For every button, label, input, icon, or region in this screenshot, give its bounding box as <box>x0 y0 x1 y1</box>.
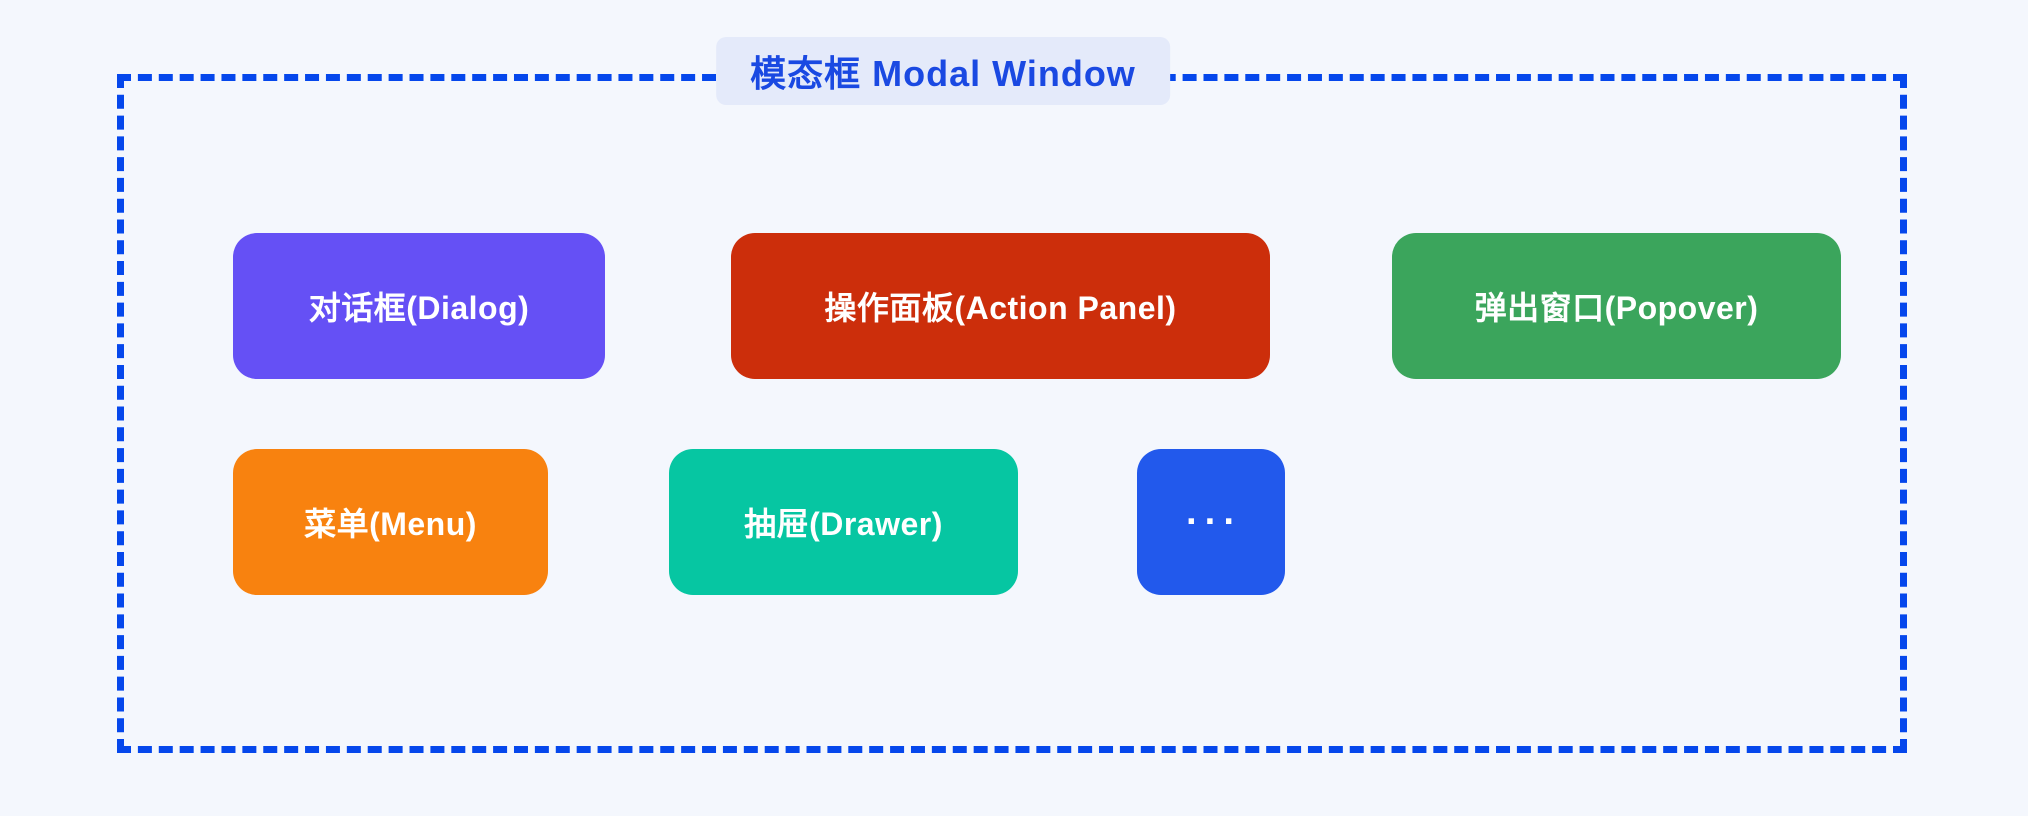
node-popover: 弹出窗口(Popover) <box>1392 233 1841 379</box>
modal-window-group-title: 模态框 Modal Window <box>716 37 1170 105</box>
node-action-panel: 操作面板(Action Panel) <box>731 233 1270 379</box>
node-dialog: 对话框(Dialog) <box>233 233 605 379</box>
node-drawer: 抽屉(Drawer) <box>669 449 1018 595</box>
node-menu: 菜单(Menu) <box>233 449 548 595</box>
node-more-ellipsis: ··· <box>1137 449 1285 595</box>
modal-window-group-border <box>117 74 1907 753</box>
